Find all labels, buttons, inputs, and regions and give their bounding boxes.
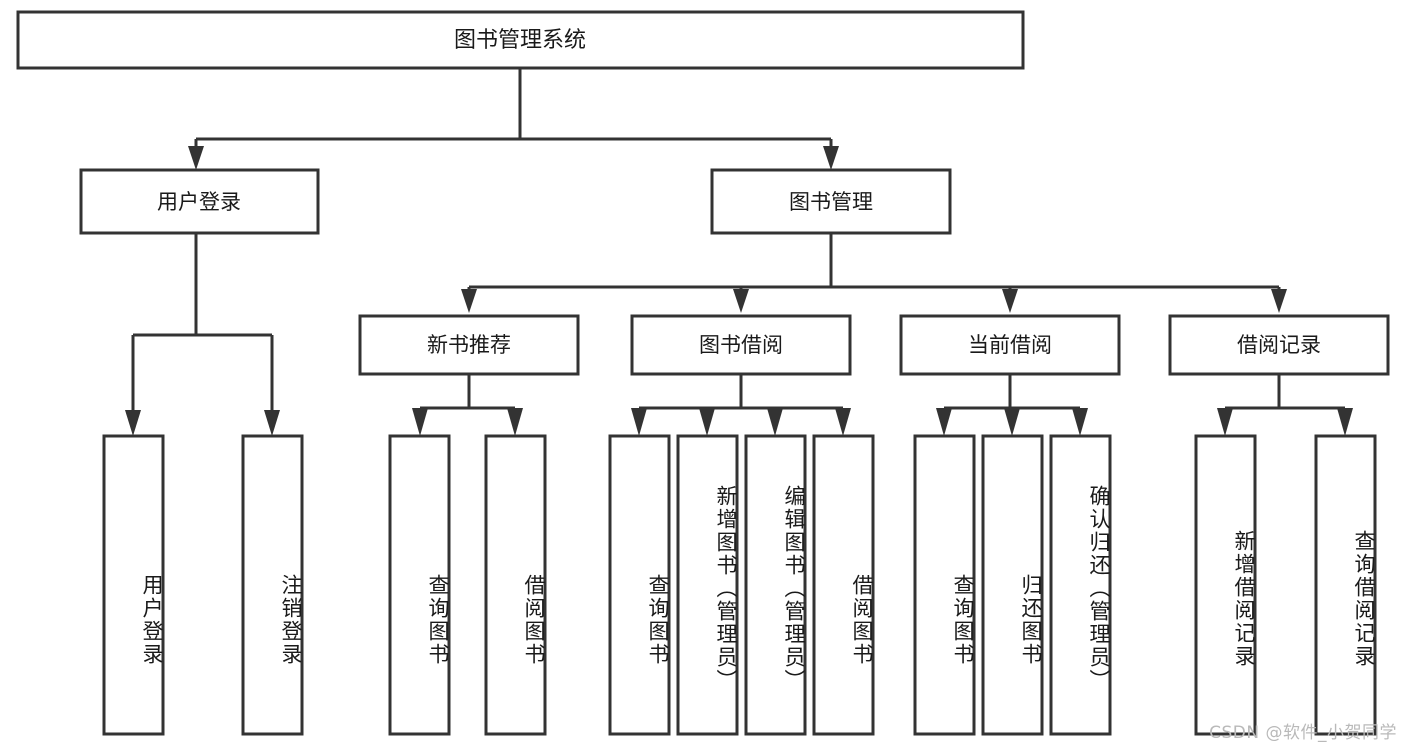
edges-group — [125, 68, 1353, 436]
node-label-new-book-recommend: 新书推荐 — [427, 333, 511, 357]
node-box-borrow-record[interactable] — [1168, 314, 1390, 376]
arrow-head-book-manage — [823, 146, 839, 170]
node-label-borrow-record: 借阅记录 — [1237, 333, 1321, 357]
node-label-book-borrow: 图书借阅 — [699, 333, 783, 357]
leaf-box-leaf-add-record[interactable] — [1194, 434, 1257, 736]
arrow-head-leaf-query-book-3 — [936, 408, 952, 436]
leaf-box-leaf-query-book-3[interactable] — [913, 434, 976, 736]
leaf-box-leaf-confirm-return[interactable] — [1049, 434, 1112, 736]
leaf-box-leaf-user-logout[interactable] — [241, 434, 304, 736]
arrow-head-borrow-record — [1271, 289, 1287, 313]
node-label-book-manage: 图书管理 — [789, 190, 873, 214]
nodes-group: 图书管理系统 用户登录 图书管理 新书推荐 图书借阅 当前借阅 借阅记录 — [16, 10, 1390, 376]
node-box-current-borrow[interactable] — [899, 314, 1121, 376]
arrow-head-leaf-add-book — [699, 408, 715, 436]
leaf-box-leaf-edit-book[interactable] — [744, 434, 807, 736]
arrow-head-leaf-borrow-book-1 — [507, 408, 523, 436]
arrow-head-leaf-return-book — [1004, 408, 1020, 436]
leaf-box-leaf-query-book-1[interactable] — [388, 434, 451, 736]
leaf-box-leaf-add-book[interactable] — [676, 434, 739, 736]
node-box-book-manage[interactable] — [710, 168, 952, 235]
arrow-head-leaf-query-book-1 — [412, 408, 428, 436]
node-label-user-login: 用户登录 — [157, 190, 241, 214]
node-box-root[interactable] — [16, 10, 1025, 70]
arrow-head-leaf-query-book-2 — [631, 408, 647, 436]
leaf-box-leaf-borrow-book-2[interactable] — [812, 434, 875, 736]
leaf-box-leaf-user-login[interactable] — [102, 434, 165, 736]
leaf-boxes-group — [102, 434, 1377, 736]
leaf-box-leaf-query-record[interactable] — [1314, 434, 1377, 736]
node-box-new-book-recommend[interactable] — [358, 314, 580, 376]
node-label-root: 图书管理系统 — [454, 28, 586, 53]
node-box-user-login[interactable] — [79, 168, 320, 235]
arrow-head-current-borrow — [1002, 289, 1018, 313]
arrow-head-user-login — [188, 146, 204, 170]
leaf-box-leaf-borrow-book-1[interactable] — [484, 434, 547, 736]
node-box-book-borrow[interactable] — [630, 314, 852, 376]
arrow-head-new-book-recommend — [461, 289, 477, 313]
leaf-box-leaf-query-book-2[interactable] — [608, 434, 671, 736]
arrow-head-leaf-user-login — [125, 410, 141, 436]
arrow-head-leaf-borrow-book-2 — [835, 408, 851, 436]
arrow-head-leaf-user-logout — [264, 410, 280, 436]
arrow-head-book-borrow — [733, 289, 749, 313]
arrow-head-leaf-query-record — [1337, 408, 1353, 436]
arrow-head-leaf-confirm-return — [1072, 408, 1088, 436]
arrow-head-leaf-edit-book — [767, 408, 783, 436]
leaf-box-leaf-return-book[interactable] — [981, 434, 1044, 736]
node-label-current-borrow: 当前借阅 — [968, 333, 1052, 357]
arrow-head-leaf-add-record — [1217, 408, 1233, 436]
csdn-watermark: CSDN @软件_小贺同学 — [1209, 723, 1397, 743]
